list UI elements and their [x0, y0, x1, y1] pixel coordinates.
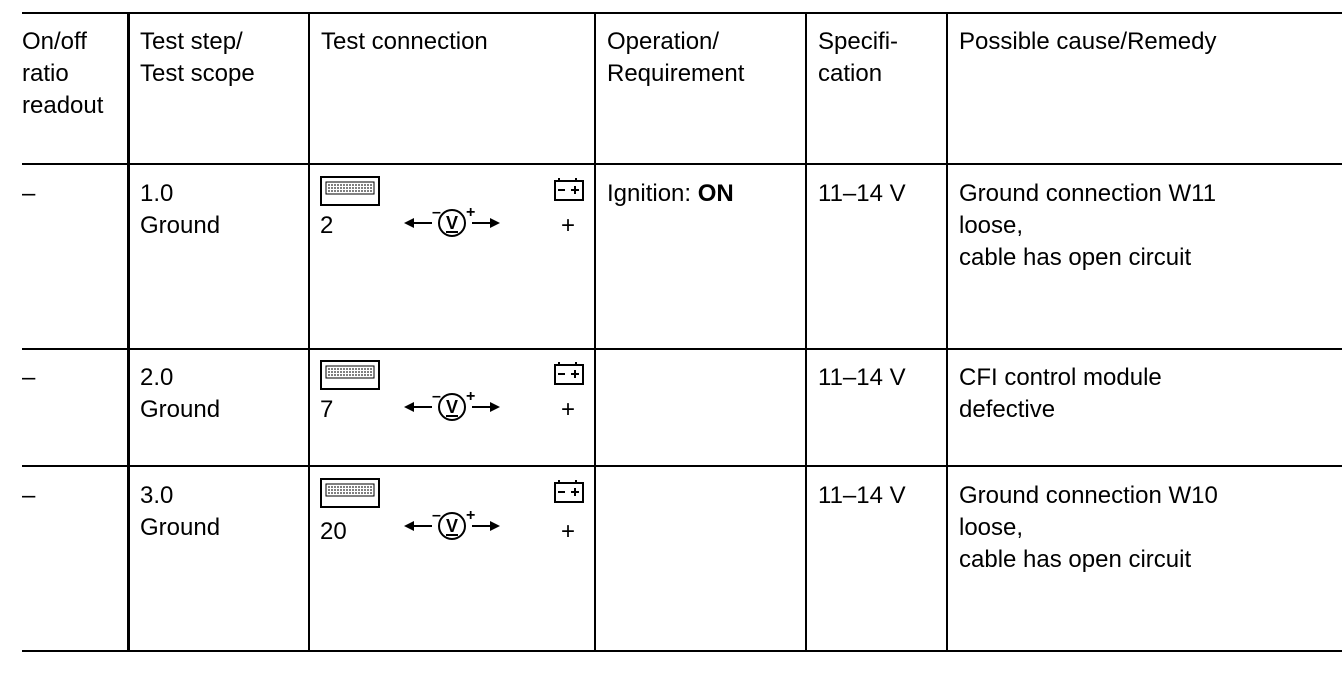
battery-icon: [554, 480, 584, 509]
column-divider-1: [127, 12, 130, 652]
remedy: Ground connection W11 loose, cable has o…: [959, 180, 1217, 271]
svg-text:–: –: [432, 389, 441, 405]
table-bottom-rule: [22, 650, 1342, 652]
control-module-icon: [320, 478, 380, 513]
column-divider-5: [946, 12, 948, 652]
column-divider-2: [308, 12, 310, 652]
specification: 11–14 V: [818, 364, 906, 391]
specification: 11–14 V: [818, 180, 906, 207]
battery-icon: [554, 362, 584, 391]
battery-icon: [554, 178, 584, 207]
voltmeter-icon: V – +: [402, 507, 502, 549]
readout-value: –: [22, 482, 36, 509]
svg-text:–: –: [432, 205, 441, 221]
header-operation: Operation/ Requirement: [607, 28, 745, 87]
test-step: 3.0 Ground: [140, 482, 221, 541]
remedy: CFI control module defective: [959, 364, 1162, 423]
readout-value: –: [22, 364, 36, 391]
svg-text:+: +: [466, 508, 475, 524]
column-divider-4: [805, 12, 807, 652]
voltmeter-icon: V – +: [402, 204, 502, 246]
header-test-connection: Test connection: [321, 28, 488, 55]
header-remedy: Possible cause/Remedy: [959, 28, 1217, 55]
header-readout: On/off ratio readout: [22, 28, 104, 119]
voltmeter-icon: V – +: [402, 388, 502, 430]
row-divider-1: [22, 348, 1342, 350]
battery-plus: +: [561, 212, 576, 239]
column-divider-3: [594, 12, 596, 652]
pin-number: 20: [320, 518, 347, 545]
table-top-rule: [22, 12, 1342, 14]
test-step: 2.0 Ground: [140, 364, 221, 423]
battery-plus: +: [561, 518, 576, 545]
battery-plus: +: [561, 396, 576, 423]
header-specification: Specifi- cation: [818, 28, 899, 87]
svg-text:V: V: [446, 213, 458, 233]
header-bottom-rule: [22, 163, 1342, 165]
svg-text:V: V: [446, 397, 458, 417]
pin-number: 2: [320, 212, 334, 239]
svg-text:–: –: [432, 508, 441, 524]
readout-value: –: [22, 180, 36, 207]
operation: Ignition: ON: [607, 178, 734, 210]
row-divider-2: [22, 465, 1342, 467]
control-module-icon: [320, 360, 380, 395]
specification: 11–14 V: [818, 482, 906, 509]
operation-value: ON: [697, 180, 734, 207]
header-test-step: Test step/ Test scope: [140, 28, 255, 87]
pin-number: 7: [320, 396, 334, 423]
control-module-icon: [320, 176, 380, 211]
svg-text:+: +: [466, 205, 475, 221]
operation-label: Ignition:: [607, 180, 698, 207]
svg-text:V: V: [446, 516, 458, 536]
svg-text:+: +: [466, 389, 475, 405]
remedy: Ground connection W10 loose, cable has o…: [959, 482, 1218, 573]
test-step: 1.0 Ground: [140, 180, 221, 239]
